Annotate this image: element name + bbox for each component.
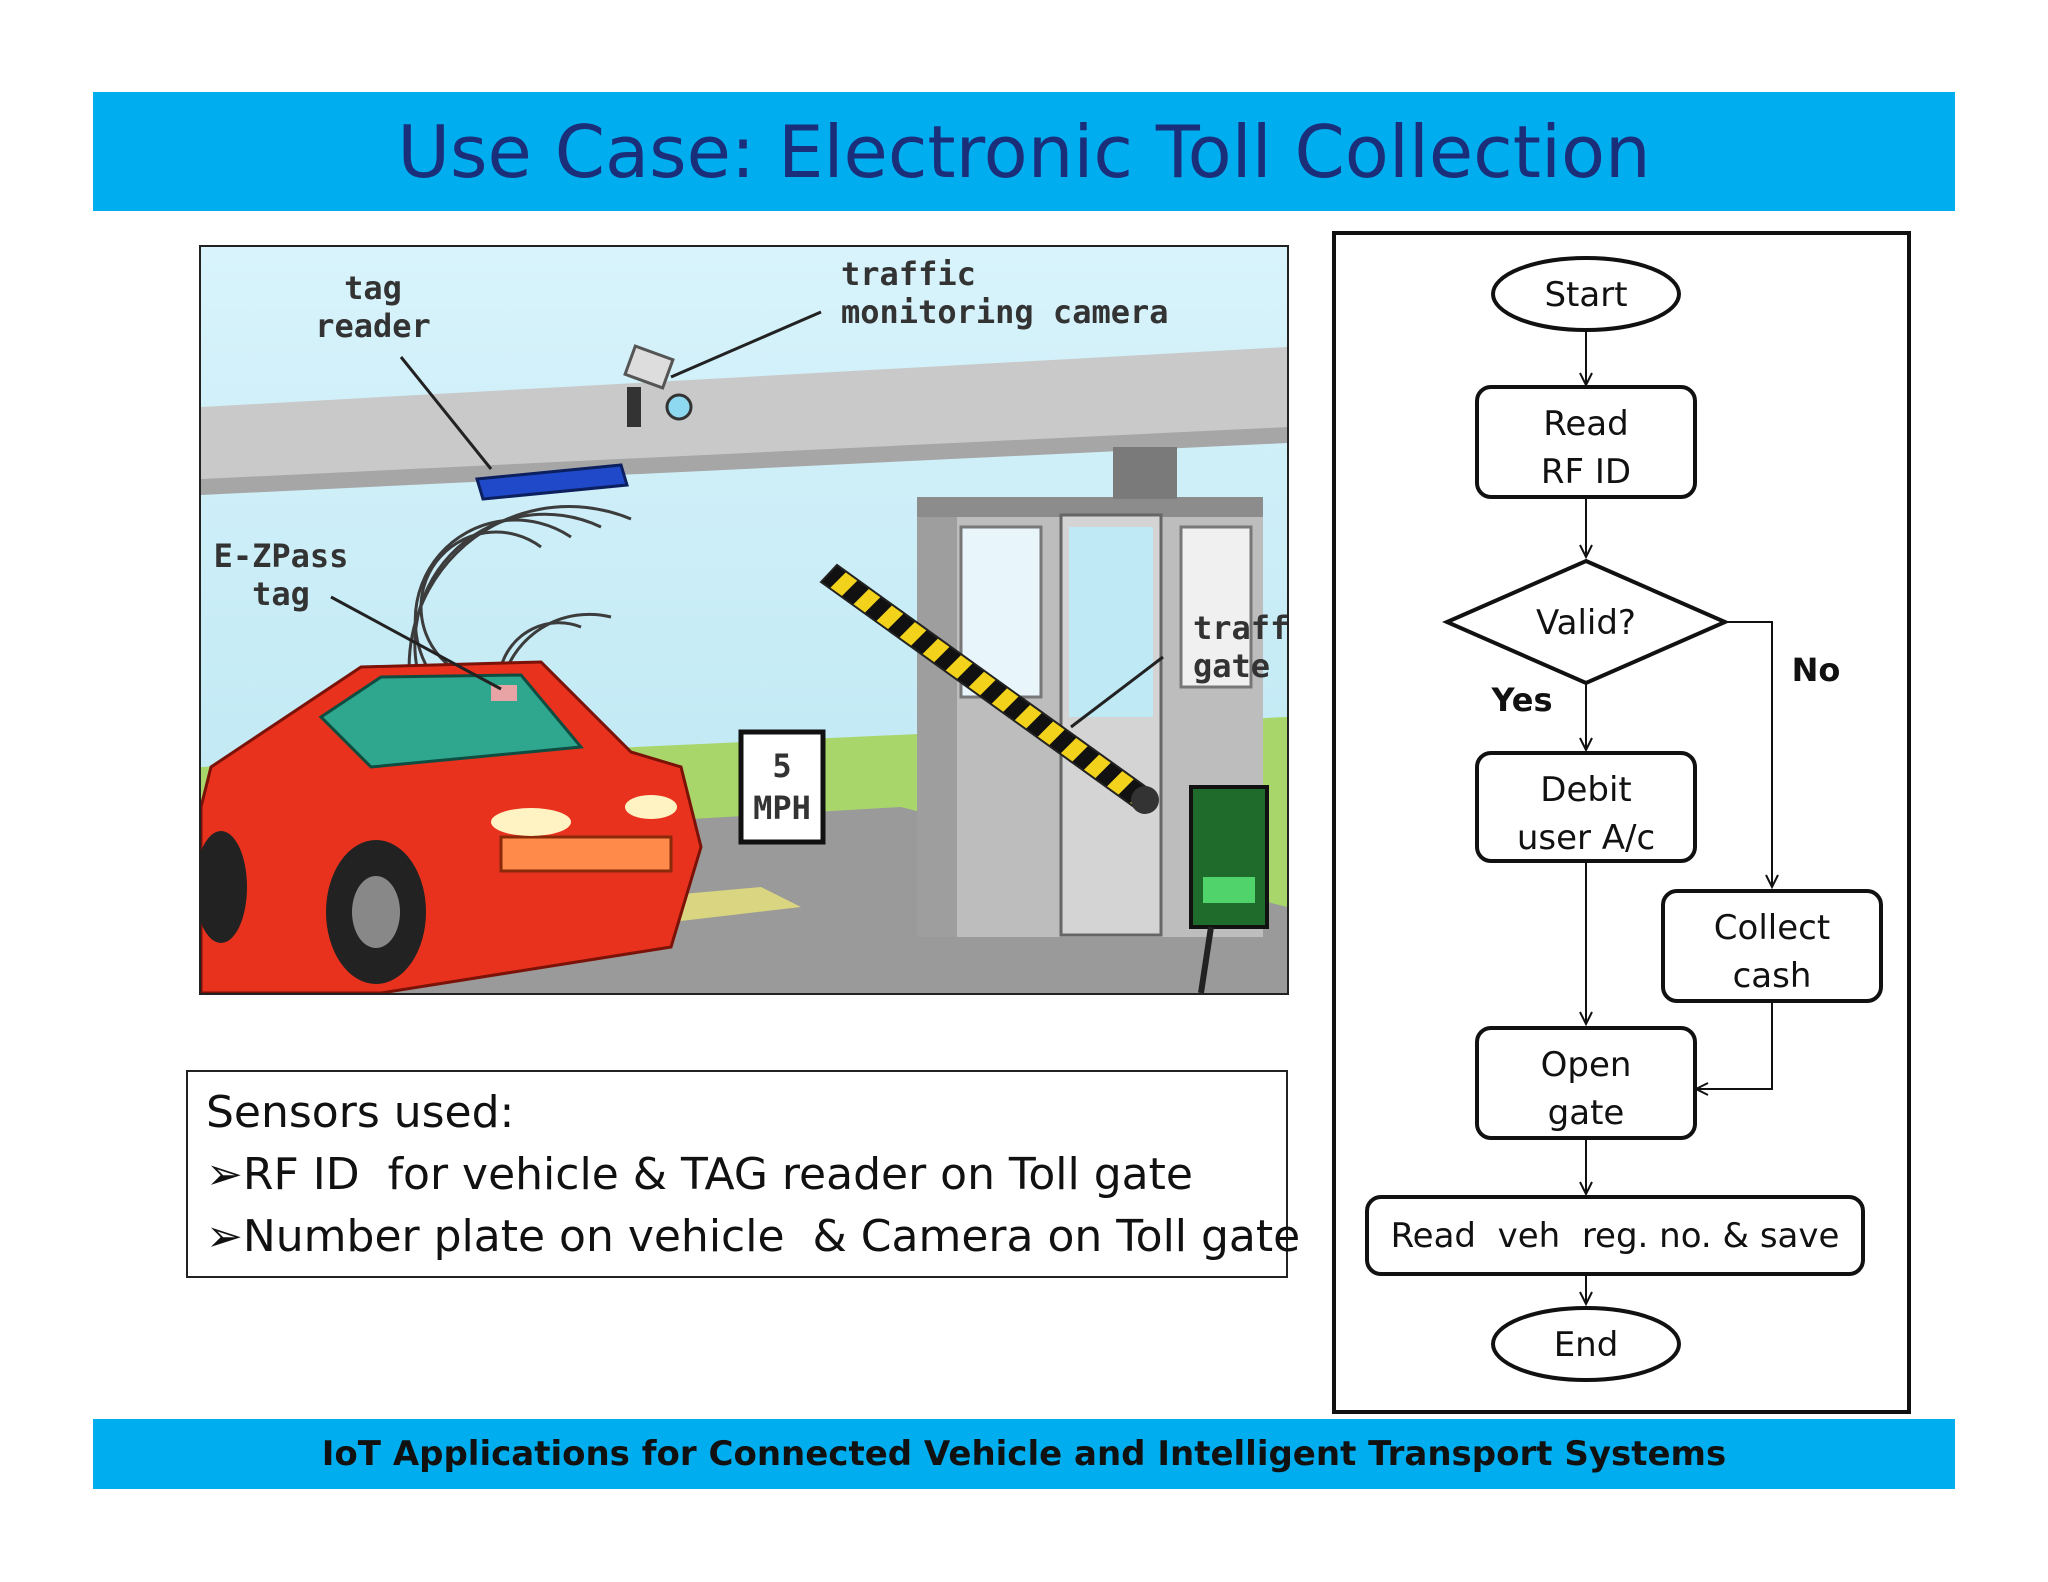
camera-label-line1: traffic <box>841 255 976 293</box>
tag-reader-device <box>475 463 629 501</box>
debit-node <box>1475 751 1697 863</box>
camera-label-line2: monitoring camera <box>841 293 1169 331</box>
page-title: Use Case: Electronic Toll Collection <box>397 109 1651 194</box>
toll-booth-illustration: 5 MPH <box>199 245 1289 995</box>
tag-reader-label-line1: tag <box>344 269 402 307</box>
collect-label-line2: cash <box>1733 956 1812 996</box>
start-node <box>1491 256 1681 332</box>
toll-flowchart: Start Read RF ID Valid? Yes No Debit use… <box>1332 231 1911 1414</box>
open-gate-node <box>1475 1026 1697 1140</box>
sensor-item-rfid: ➢RF ID for vehicle & TAG reader on Toll … <box>206 1149 1193 1200</box>
read-reg-label: Read veh reg. no. & save <box>1391 1216 1840 1256</box>
traffic-camera <box>623 344 693 427</box>
footer-text: IoT Applications for Connected Vehicle a… <box>321 1434 1727 1474</box>
edge-collect-open <box>1696 1001 1773 1089</box>
read-rfid-label-line1: Read <box>1543 404 1628 444</box>
read-rfid-node <box>1475 385 1697 499</box>
gate-label-line2: gate <box>1193 647 1270 685</box>
end-label: End <box>1554 1325 1619 1365</box>
sensors-heading: Sensors used: <box>206 1087 515 1138</box>
read-rfid-label-line2: RF ID <box>1541 452 1631 492</box>
footer-banner: IoT Applications for Connected Vehicle a… <box>93 1419 1955 1489</box>
speed-sign-unit: MPH <box>753 789 811 827</box>
toll-booth <box>917 447 1263 937</box>
gate-label-line1: traffic <box>1193 609 1287 647</box>
collect-cash-node <box>1661 889 1883 1003</box>
sensors-used-box: Sensors used: ➢RF ID for vehicle & TAG r… <box>186 1070 1301 1278</box>
speed-sign-number: 5 <box>772 747 791 785</box>
pass-sign <box>1189 785 1269 929</box>
sensor-item-camera: ➢Number plate on vehicle & Camera on Tol… <box>206 1211 1301 1262</box>
title-banner: Use Case: Electronic Toll Collection <box>93 92 1955 211</box>
no-label: No <box>1792 651 1841 689</box>
start-label: Start <box>1544 275 1627 315</box>
speed-sign <box>738 729 826 845</box>
red-car <box>201 660 703 993</box>
valid-decision-node <box>1442 558 1730 686</box>
end-node <box>1491 1306 1681 1382</box>
ezpass-label-line2: tag <box>252 575 310 613</box>
edge-valid-collect <box>1725 621 1772 887</box>
yes-label: Yes <box>1491 681 1553 719</box>
debit-label-line1: Debit <box>1540 770 1631 810</box>
debit-label-line2: user A/c <box>1517 818 1655 858</box>
valid-label: Valid? <box>1536 603 1636 643</box>
tag-reader-label-line2: reader <box>315 307 431 345</box>
read-reg-node <box>1365 1195 1865 1276</box>
open-gate-label-line1: Open <box>1541 1045 1632 1085</box>
collect-label-line1: Collect <box>1714 908 1830 948</box>
open-gate-label-line2: gate <box>1548 1093 1625 1133</box>
ezpass-label-line1: E-ZPass <box>214 537 349 575</box>
